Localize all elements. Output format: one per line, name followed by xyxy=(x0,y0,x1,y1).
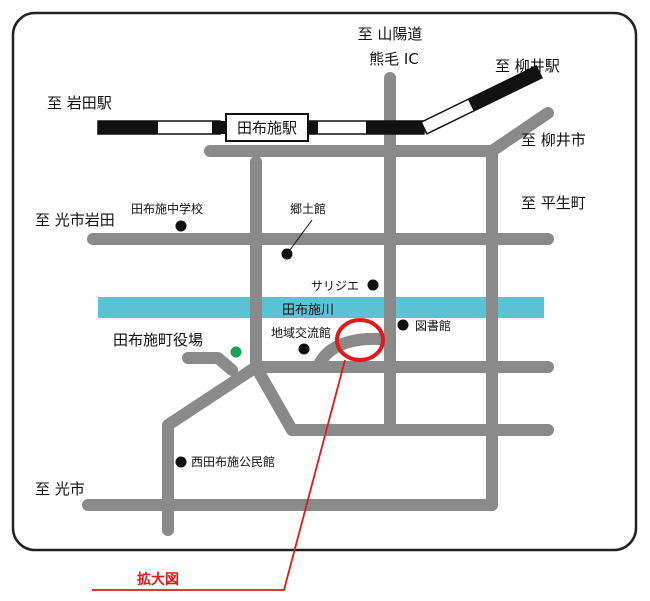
zoom-label: 拡大図 xyxy=(137,571,179,588)
road-left-lower xyxy=(162,361,262,536)
label-kumage-ic: 熊毛 IC xyxy=(369,50,419,68)
railway-left-black2 xyxy=(212,121,228,134)
zoom-leader-line xyxy=(92,359,346,591)
marker-nishi-tabuse-hall xyxy=(175,456,187,468)
label-sanyodo: 至 山陽道 xyxy=(358,25,423,43)
label-hikari-iwata: 至 光市岩田 xyxy=(35,211,115,229)
road-town-office-spur xyxy=(182,352,238,376)
road-curve-highlight xyxy=(312,332,396,373)
marker-library xyxy=(397,319,409,331)
label-iwata-station: 至 岩田駅 xyxy=(47,94,112,112)
marker-middle-school xyxy=(175,220,187,232)
railway: 田布施駅 xyxy=(97,65,543,142)
railway-right-black2 xyxy=(366,121,424,134)
label-hirao-town: 至 平生町 xyxy=(521,194,586,212)
label-town-office: 田布施町役場 xyxy=(113,331,203,349)
highlight-circle xyxy=(335,318,385,362)
label-library: 図書館 xyxy=(415,318,451,333)
marker-community-hall xyxy=(298,343,310,355)
label-yanai-city: 至 柳井市 xyxy=(521,131,586,149)
label-hikari-city: 至 光市 xyxy=(35,480,85,498)
railway-left-black xyxy=(98,121,158,134)
label-river: 田布施川 xyxy=(282,303,334,318)
label-yanai-station: 至 柳井駅 xyxy=(495,57,560,75)
marker-town-office xyxy=(230,346,242,358)
label-kyodokan: 郷土館 xyxy=(290,201,326,216)
label-nishi-tabuse-hall: 西田布施公民館 xyxy=(191,454,275,469)
marker-sarijie xyxy=(367,279,379,291)
kyodokan-leader xyxy=(286,219,313,255)
road-to-yanai-city xyxy=(486,107,554,157)
railway-diagonal-black xyxy=(467,66,542,112)
label-community-hall: 地域交流館 xyxy=(271,325,331,340)
station-label: 田布施駅 xyxy=(237,119,297,137)
label-middle-school: 田布施中学校 xyxy=(131,201,203,216)
label-sarijie: サリジエ xyxy=(311,279,359,293)
road-network xyxy=(82,72,554,536)
road-lower-loop xyxy=(250,361,554,436)
river-tabuse xyxy=(98,297,544,318)
station-box xyxy=(225,113,309,142)
